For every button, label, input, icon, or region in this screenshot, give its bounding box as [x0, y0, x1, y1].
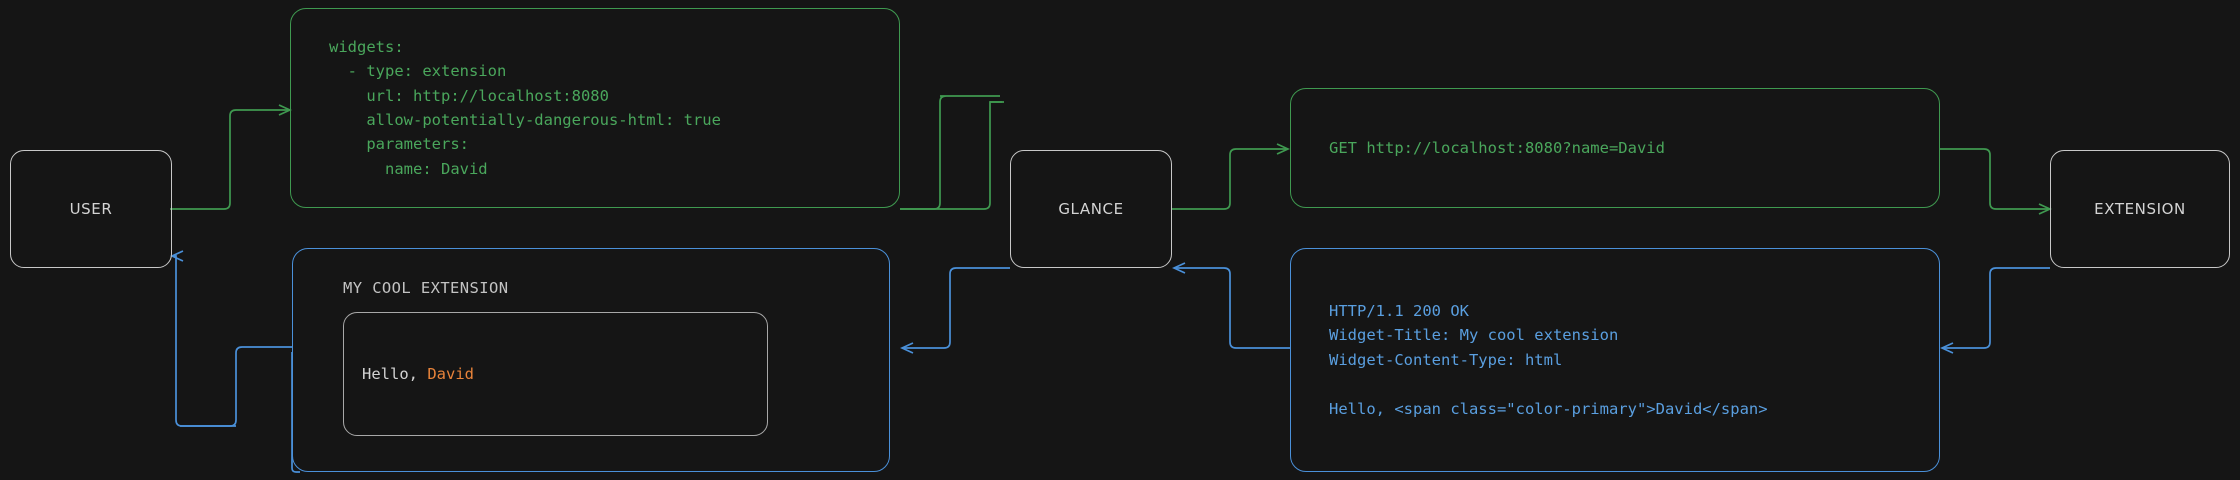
actor-user[interactable]: USER	[10, 150, 172, 268]
http-request-text: GET http://localhost:8080?name=David	[1329, 138, 1665, 157]
actor-user-label: USER	[69, 200, 113, 218]
panel-rendered-widget[interactable]: MY COOL EXTENSION Hello, David	[292, 248, 890, 472]
wire-config-to-glance	[900, 95, 1000, 210]
rendered-widget-greeting: Hello, David	[362, 365, 474, 383]
wire-extension-to-response	[1942, 267, 2050, 348]
wire-request-to-extension	[1940, 148, 2050, 209]
wire-config-to-glance-in	[900, 101, 1004, 210]
rendered-widget-card: Hello, David	[343, 312, 768, 436]
wire-widget-bottom-to-user	[172, 256, 236, 427]
panel-http-request[interactable]: GET http://localhost:8080?name=David	[1290, 88, 1940, 208]
actor-extension[interactable]: EXTENSION	[2050, 150, 2230, 268]
actor-glance-label: GLANCE	[1058, 200, 1124, 218]
rendered-widget-title: MY COOL EXTENSION	[343, 279, 509, 297]
panel-config-yaml[interactable]: widgets: - type: extension url: http://l…	[290, 8, 900, 208]
greeting-prefix: Hello,	[362, 365, 428, 383]
wire-response-to-glance	[1174, 268, 1290, 349]
wire-widget-to-user	[180, 346, 292, 427]
wire-user-to-config	[170, 110, 290, 210]
actor-glance[interactable]: GLANCE	[1010, 150, 1172, 268]
greeting-name: David	[427, 365, 474, 383]
actor-extension-label: EXTENSION	[2094, 200, 2186, 218]
wire-glance-to-widget	[902, 267, 1010, 348]
config-yaml-text: widgets: - type: extension url: http://l…	[329, 37, 721, 178]
http-response-text: HTTP/1.1 200 OK Widget-Title: My cool ex…	[1329, 301, 1768, 418]
wire-glance-to-request	[1172, 149, 1288, 210]
panel-http-response[interactable]: HTTP/1.1 200 OK Widget-Title: My cool ex…	[1290, 248, 1940, 472]
